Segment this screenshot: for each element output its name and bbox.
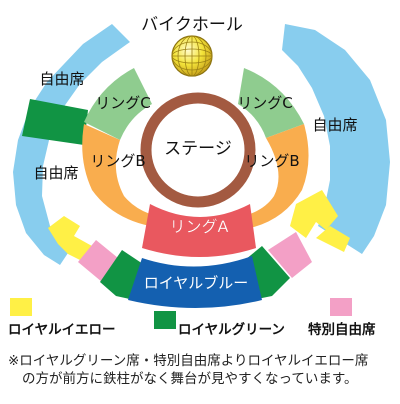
legend: ロイヤルイエロー ロイヤルグリーン 特別自由席 <box>8 298 398 344</box>
royal-yellow-right[interactable] <box>290 190 338 238</box>
stage-label: ステージ <box>164 139 232 159</box>
ring-b-left-label: リングB <box>90 152 145 170</box>
legend-swatch-green <box>154 311 176 329</box>
globe-grid-icon <box>171 35 213 77</box>
royal-yellow-right-2[interactable] <box>316 226 350 252</box>
ball-label: バイクホール <box>141 15 243 35</box>
footnote: ※ロイヤルグリーン席・特別自由席よりロイヤルイエロー席 の方が前方に鉄柱がなく舞… <box>8 352 396 388</box>
legend-label-yellow: ロイヤルイエロー <box>8 322 116 338</box>
special-pink-right[interactable] <box>268 232 312 278</box>
royal-blue-area[interactable] <box>128 256 262 308</box>
legend-label-green: ロイヤルグリーン <box>178 322 285 338</box>
legend-label-pink: 特別自由席 <box>308 322 376 338</box>
footnote-line-1: ※ロイヤルグリーン席・特別自由席よりロイヤルイエロー席 <box>8 353 369 369</box>
ring-b-right[interactable] <box>250 124 309 228</box>
ring-c-right[interactable] <box>238 68 304 138</box>
ring-b-right-label: リングB <box>244 152 299 170</box>
ring-a-label: リングA <box>170 217 229 236</box>
stage-outer-ring <box>140 92 256 208</box>
ring-b-left[interactable] <box>82 124 150 226</box>
legend-swatch-yellow <box>10 298 32 316</box>
jiyu-right-area[interactable] <box>282 24 390 254</box>
ring-a-area[interactable] <box>142 204 256 257</box>
footnote-line-2: の方が前方に鉄柱がなく舞台が見やすくなっています。 <box>22 371 358 387</box>
royal-blue-label: ロイヤルブルー <box>144 274 249 292</box>
ring-c-left[interactable] <box>84 68 152 140</box>
royal-green-left-band[interactable] <box>22 99 88 145</box>
royal-yellow-left[interactable] <box>48 216 92 262</box>
legend-swatch-pink <box>330 298 352 316</box>
jiyu-right-label: 自由席 <box>312 116 357 134</box>
ring-c-left-label: リングC <box>95 94 150 112</box>
jiyu-left-bottom-label: 自由席 <box>33 164 78 182</box>
jiyu-left-area[interactable] <box>13 24 130 265</box>
ring-c-right-label: リングC <box>237 94 292 112</box>
jiyu-left-top-label: 自由席 <box>39 70 84 88</box>
